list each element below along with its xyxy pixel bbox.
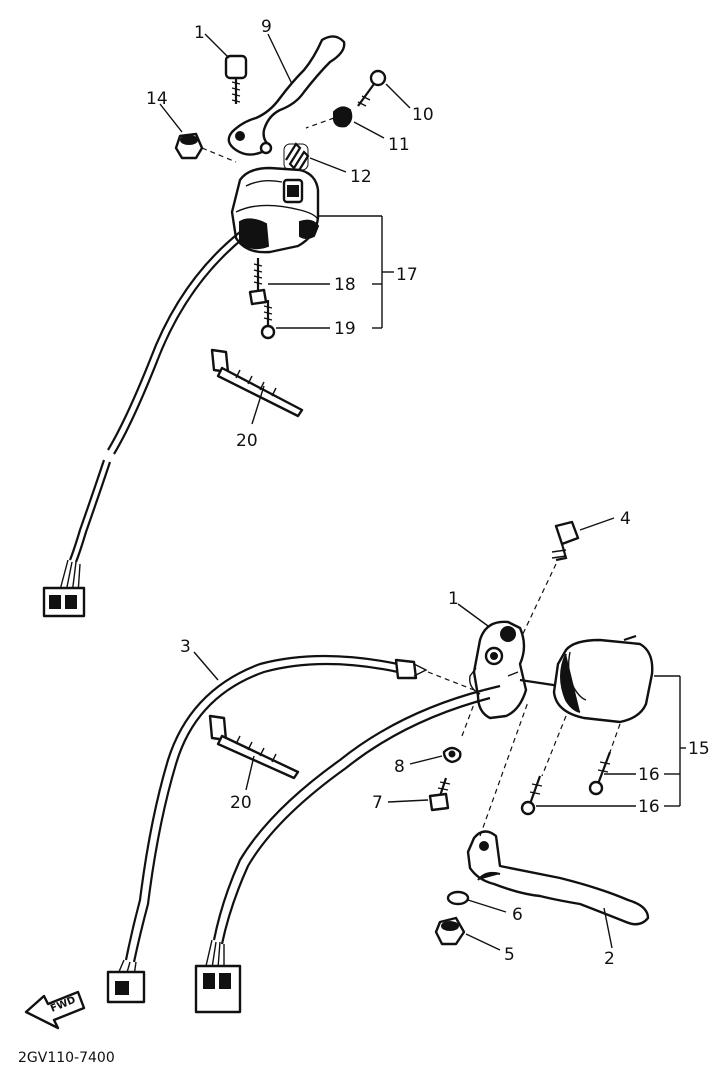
leader-12 <box>309 157 347 173</box>
callout-19: 19 <box>334 319 356 339</box>
leader-1-top <box>204 33 230 59</box>
callout-20-bottom: 20 <box>230 793 252 813</box>
axis-16-b <box>541 715 567 777</box>
lever-9 <box>227 35 346 156</box>
bracket-15 <box>654 675 686 807</box>
washer-8 <box>442 746 462 764</box>
screw-18 <box>248 258 268 306</box>
leader-3 <box>193 651 219 681</box>
axis-4 <box>519 563 557 641</box>
callout-20-top: 20 <box>236 431 258 451</box>
cable-3 <box>106 654 428 1004</box>
callout-12: 12 <box>350 167 372 187</box>
leader-4 <box>579 517 615 531</box>
callout-16-b: 16 <box>638 797 660 817</box>
screw-19 <box>260 300 276 340</box>
wire-harness-bottom <box>194 688 491 1014</box>
screw-10 <box>357 69 387 107</box>
drawing-code: 2GV110-7400 <box>18 1050 115 1066</box>
screw-16-b <box>520 775 543 816</box>
callout-5: 5 <box>504 945 515 965</box>
leader-8 <box>409 755 443 765</box>
callout-6: 6 <box>512 905 523 925</box>
fwd-direction-arrow: FWD <box>24 990 86 1030</box>
leader-1-bottom <box>457 603 489 627</box>
nut-14 <box>174 132 204 160</box>
bolt-7 <box>428 777 451 812</box>
callout-8: 8 <box>394 757 405 777</box>
master-cylinder-1 <box>469 620 528 720</box>
callout-4: 4 <box>620 509 631 529</box>
switch-housing-15 <box>552 634 654 724</box>
callout-3: 3 <box>180 637 191 657</box>
leader-9 <box>267 33 293 85</box>
cable-tie-20-top <box>210 348 304 418</box>
wire-harness-top <box>42 231 247 618</box>
leader-2 <box>603 907 613 949</box>
bolt-1-top <box>224 54 248 104</box>
leader-10 <box>385 83 411 109</box>
callout-1-bottom: 1 <box>448 589 459 609</box>
callout-15: 15 <box>688 739 710 759</box>
callout-18: 18 <box>334 275 356 295</box>
washer-6 <box>446 890 470 906</box>
callout-16-a: 16 <box>638 765 660 785</box>
axis-11 <box>305 117 335 129</box>
callout-labels: 1 9 14 10 11 12 17 18 19 20 4 1 3 15 16 … <box>146 17 710 969</box>
axis-16-a <box>609 723 621 753</box>
bolt-4 <box>551 520 580 562</box>
leader-14 <box>159 103 183 133</box>
cable-tie-20-bottom <box>208 714 300 780</box>
leader-11 <box>353 121 385 139</box>
switch-housing-17 <box>230 166 320 254</box>
axis-14 <box>201 147 237 163</box>
bracket-17 <box>318 215 394 329</box>
spring-12 <box>283 142 310 173</box>
leader-5 <box>465 933 501 951</box>
nut-5 <box>434 916 466 946</box>
leader-20-top <box>251 385 265 425</box>
callout-1-top: 1 <box>194 23 205 43</box>
nut-11 <box>333 106 353 128</box>
bottom-assembly <box>106 517 686 1014</box>
callout-9: 9 <box>261 17 272 37</box>
leader-7 <box>387 799 429 803</box>
callout-10: 10 <box>412 105 434 125</box>
axis-3 <box>427 671 475 691</box>
leader-20-bottom <box>245 755 255 791</box>
leader-6 <box>467 899 507 913</box>
top-assembly <box>42 33 411 618</box>
callout-17: 17 <box>396 265 418 285</box>
axis-8 <box>461 703 475 737</box>
brake-lever-2 <box>466 830 650 926</box>
callout-2: 2 <box>604 949 615 969</box>
callout-11: 11 <box>388 135 410 155</box>
screw-16-a <box>588 751 612 796</box>
axis-2 <box>479 701 529 837</box>
callout-14: 14 <box>146 89 168 109</box>
callout-7: 7 <box>372 793 383 813</box>
handlebar-tube <box>519 678 561 688</box>
